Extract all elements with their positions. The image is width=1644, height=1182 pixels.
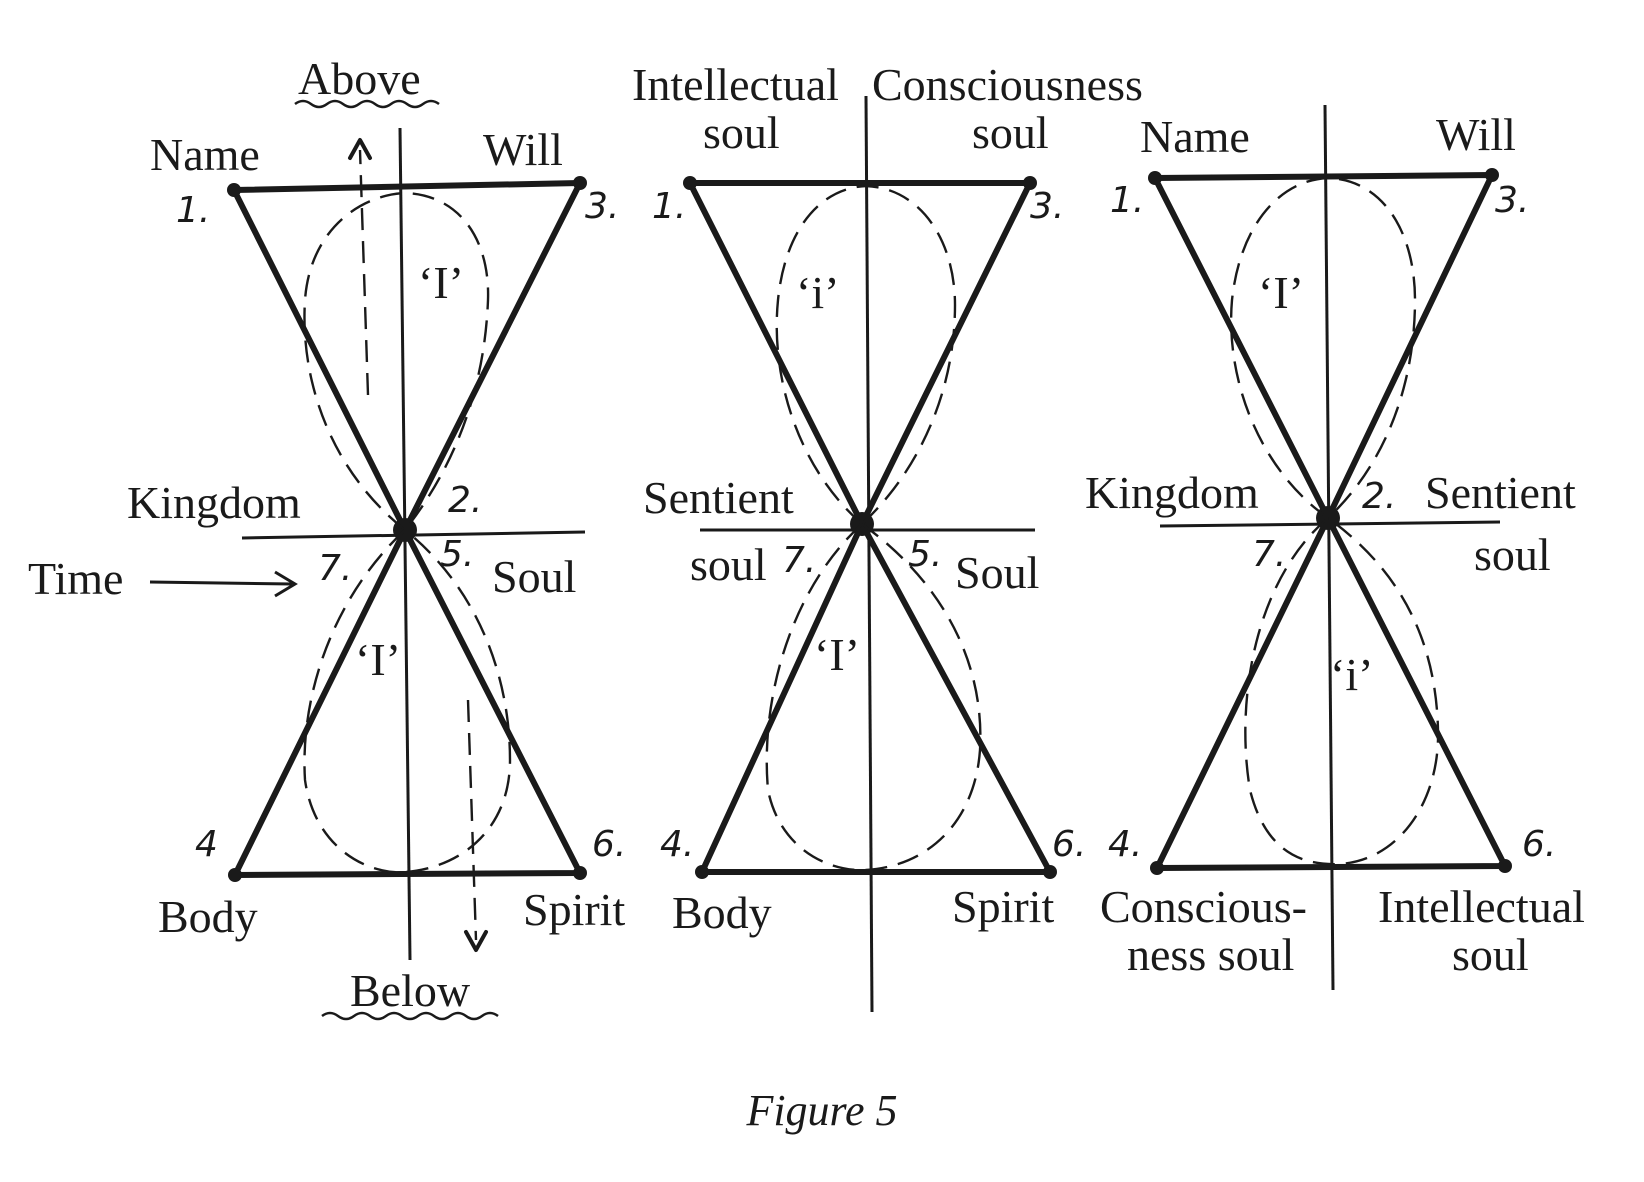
below-label: Below bbox=[350, 965, 471, 1016]
middle-upper-triangle bbox=[687, 180, 1033, 527]
right-vertical-axis bbox=[1323, 104, 1335, 991]
right-number-7: 7. bbox=[1252, 534, 1286, 575]
left-point-1 bbox=[227, 183, 241, 197]
middle-sentient-label-line1: Sentient bbox=[643, 472, 794, 523]
left-lower-ego-label: ‘I’ bbox=[355, 634, 401, 685]
above-label: Above bbox=[298, 53, 421, 104]
left-time-arrow-line bbox=[149, 580, 293, 586]
middle-vertical-axis bbox=[864, 95, 874, 1013]
left-number-2: 2. bbox=[448, 480, 482, 521]
middle-lower-dashed-loop bbox=[765, 523, 982, 872]
middle-spirit-label: Spirit bbox=[952, 881, 1054, 932]
left-number-7: 7. bbox=[318, 548, 352, 589]
middle-soul-label: Soul bbox=[955, 547, 1039, 598]
right-upper-triangle bbox=[1152, 172, 1495, 521]
middle-number-3: 3. bbox=[1030, 186, 1064, 227]
right-lower-ego-label: ‘i’ bbox=[1330, 649, 1373, 700]
right-upper-dashed-loop bbox=[1229, 176, 1417, 519]
right-name-label: Name bbox=[1140, 111, 1250, 162]
middle-upper-dashed-loop bbox=[775, 184, 957, 525]
middle-number-1: 1. bbox=[652, 186, 686, 227]
middle-intellectual-label-line2: soul bbox=[703, 107, 780, 158]
left-down-dashed-arrow bbox=[466, 699, 478, 941]
left-time-arrowhead bbox=[274, 570, 298, 598]
left-vertical-axis bbox=[398, 127, 412, 961]
left-number-5: 5. bbox=[440, 534, 474, 575]
left-body-label: Body bbox=[158, 891, 258, 942]
middle-hourglass: Intellectual soul Consciousness soul Sen… bbox=[632, 59, 1143, 1013]
right-hourglass: Name Will Kingdom Sentient soul Consciou… bbox=[1085, 104, 1585, 991]
middle-body-label: Body bbox=[672, 887, 772, 938]
middle-consciousness-label-line1: Consciousness bbox=[872, 59, 1143, 110]
middle-sentient-label-line2: soul bbox=[690, 539, 767, 590]
left-soul-label: Soul bbox=[492, 551, 576, 602]
left-up-dashed-arrow bbox=[358, 149, 370, 396]
figure-caption: Figure 5 bbox=[745, 1086, 897, 1135]
right-number-6: 6. bbox=[1522, 824, 1556, 865]
right-point-1 bbox=[1148, 171, 1162, 185]
left-hourglass: Above Below Time Name Will Kingdom Soul … bbox=[28, 53, 626, 1021]
right-number-3: 3. bbox=[1495, 180, 1529, 221]
left-lower-dashed-loop bbox=[303, 529, 512, 874]
right-consciousness-label-line1: Conscious- bbox=[1100, 881, 1307, 932]
right-point-4 bbox=[1150, 861, 1164, 875]
left-point-6 bbox=[573, 866, 587, 880]
middle-point-4 bbox=[695, 865, 709, 879]
right-intellectual-label-line2: soul bbox=[1452, 929, 1529, 980]
right-lower-dashed-loop bbox=[1244, 517, 1440, 866]
left-spirit-label: Spirit bbox=[523, 884, 625, 935]
left-number-3: 3. bbox=[585, 186, 619, 227]
middle-number-5: 5. bbox=[908, 534, 942, 575]
middle-lower-ego-label: ‘I’ bbox=[814, 629, 860, 680]
right-sentient-label-line2: soul bbox=[1474, 529, 1551, 580]
middle-point-3 bbox=[1023, 176, 1037, 190]
left-up-arrowhead bbox=[348, 138, 372, 160]
right-upper-ego-label: ‘I’ bbox=[1258, 267, 1304, 318]
left-point-3 bbox=[573, 176, 587, 190]
middle-lower-triangle bbox=[699, 521, 1053, 875]
left-number-4: 4 bbox=[195, 824, 218, 865]
left-kingdom-label: Kingdom bbox=[127, 477, 301, 528]
right-consciousness-label-line2: ness soul bbox=[1127, 929, 1294, 980]
left-upper-dashed-loop bbox=[303, 191, 490, 531]
right-intellectual-label-line1: Intellectual bbox=[1378, 881, 1585, 932]
left-lower-triangle bbox=[232, 527, 583, 878]
above-underline bbox=[294, 99, 440, 109]
middle-number-7: 7. bbox=[782, 540, 816, 581]
right-number-4: 4. bbox=[1108, 824, 1142, 865]
middle-upper-ego-label: ‘i’ bbox=[796, 267, 839, 318]
left-number-6: 6. bbox=[592, 824, 626, 865]
left-name-label: Name bbox=[150, 129, 260, 180]
middle-point-1 bbox=[683, 176, 697, 190]
right-number-1: 1. bbox=[1110, 180, 1144, 221]
middle-intellectual-label-line1: Intellectual bbox=[632, 59, 839, 110]
middle-consciousness-label-line2: soul bbox=[972, 107, 1049, 158]
below-underline bbox=[321, 1011, 499, 1021]
left-number-1: 1. bbox=[176, 190, 210, 231]
right-point-6 bbox=[1498, 859, 1512, 873]
left-upper-ego-label: ‘I’ bbox=[418, 257, 464, 308]
middle-number-4: 4. bbox=[660, 824, 694, 865]
right-number-2: 2. bbox=[1362, 476, 1396, 517]
middle-point-6 bbox=[1043, 865, 1057, 879]
middle-number-6: 6. bbox=[1052, 824, 1086, 865]
right-sentient-label-line1: Sentient bbox=[1425, 467, 1576, 518]
left-point-4 bbox=[228, 868, 242, 882]
right-point-3 bbox=[1485, 168, 1499, 182]
right-lower-triangle bbox=[1154, 515, 1508, 871]
right-will-label: Will bbox=[1436, 109, 1516, 160]
time-label: Time bbox=[28, 553, 123, 604]
left-upper-triangle bbox=[231, 180, 583, 533]
right-kingdom-label: Kingdom bbox=[1085, 467, 1259, 518]
left-will-label: Will bbox=[483, 124, 563, 175]
left-down-arrowhead bbox=[464, 930, 488, 952]
